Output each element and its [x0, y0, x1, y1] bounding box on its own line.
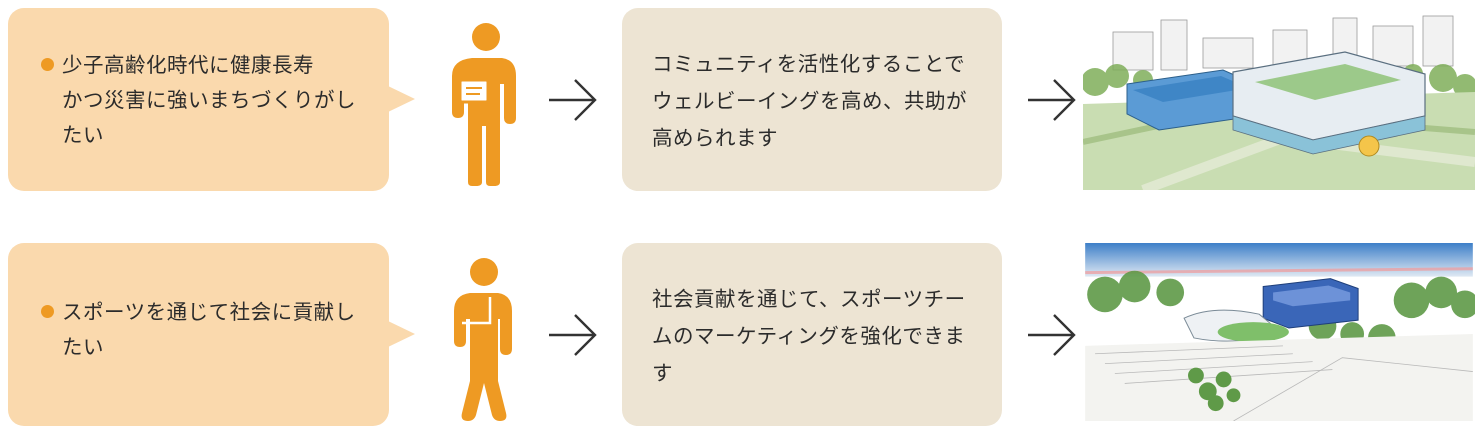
- need-line: スポーツを通じて社会に貢献し: [62, 300, 356, 324]
- person-thinking-icon: [454, 258, 512, 421]
- need-line: たい: [62, 335, 104, 359]
- arrow-right-icon: [1028, 79, 1076, 121]
- flow-row-2: スポーツを通じて社会に貢献し たい 社会貢献を通じて、スポーツチー ムのマーケテ…: [0, 243, 1480, 427]
- arrow-right-icon: [1028, 314, 1076, 356]
- result-line: コミュニティを活性化することで: [652, 52, 966, 76]
- stadium-sketch-icon: [1083, 12, 1475, 190]
- bullet-dot-icon: [41, 305, 54, 318]
- need-bubble-2: スポーツを通じて社会に貢献し たい: [8, 243, 415, 426]
- arrow-right-icon: [549, 79, 597, 121]
- person-holding-paper-icon: [452, 23, 516, 186]
- flow-row-1: 少子高齢化時代に健康長寿 かつ災害に強いまちづくりがし たい コミュニティを活性…: [0, 8, 1480, 192]
- result-line: 高められます: [652, 126, 778, 150]
- result-box-1: コミュニティを活性化することで ウェルビーイングを高め、共助が 高められます: [622, 8, 1002, 191]
- result-box-2: 社会貢献を通じて、スポーツチー ムのマーケティングを強化できま す: [622, 243, 1002, 426]
- bullet-dot-icon: [41, 58, 54, 71]
- result-line: す: [652, 361, 673, 385]
- need-line: たい: [62, 123, 104, 147]
- result-line: ムのマーケティングを強化できま: [652, 324, 966, 348]
- result-line: ウェルビーイングを高め、共助が: [652, 89, 967, 113]
- result-line: 社会貢献を通じて、スポーツチー: [652, 287, 966, 311]
- need-line: 少子高齢化時代に健康長寿: [62, 53, 314, 77]
- arrow-right-icon: [549, 314, 597, 356]
- need-bubble-1: 少子高齢化時代に健康長寿 かつ災害に強いまちづくりがし たい: [8, 8, 415, 191]
- arena-park-sketch-icon: [1085, 243, 1475, 421]
- need-line: かつ災害に強いまちづくりがし: [62, 88, 356, 112]
